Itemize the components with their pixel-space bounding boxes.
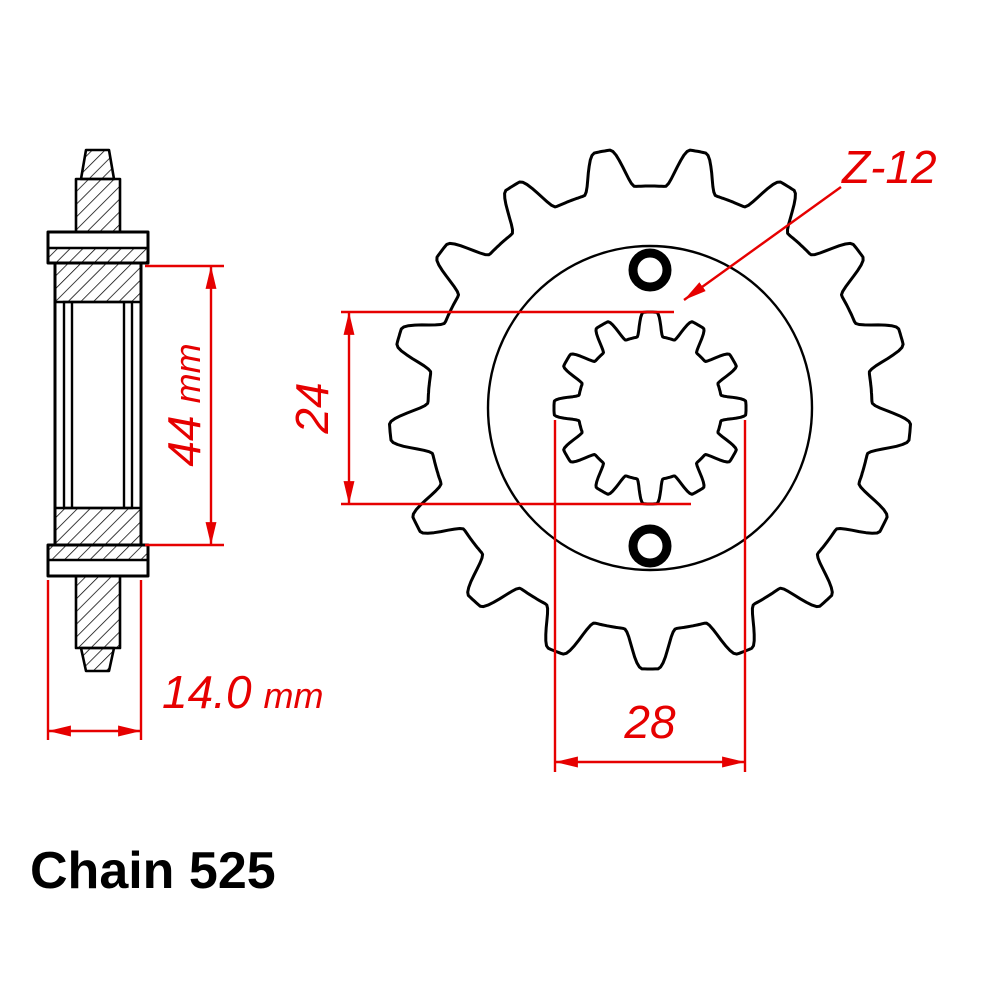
bolt-hole-bottom — [628, 524, 672, 568]
side-view-hub-body — [53, 261, 143, 547]
dimension-label-28: 28 — [623, 696, 676, 748]
side-view-bottom-shaft — [74, 574, 122, 650]
side-view-bottom-tip — [79, 646, 116, 673]
chain-size-label: Chain 525 — [30, 842, 276, 900]
side-view-hub-hatch-top — [56, 264, 140, 302]
side-view-top-tip — [79, 148, 116, 181]
leader-line — [683, 186, 842, 301]
dimension-spline-height: 24 — [286, 310, 691, 506]
sprocket-inner-circle — [486, 244, 814, 572]
side-view-top-shaft — [74, 177, 122, 234]
dimension-spline-width: 28 — [553, 420, 747, 772]
front-view — [388, 148, 912, 671]
side-view-hub-hatch-bottom — [56, 509, 140, 544]
dimension-label-24: 24 — [286, 382, 338, 434]
bolt-hole-top — [628, 248, 672, 292]
dimension-hub-length: 44mm — [145, 264, 224, 547]
dimension-label-44mm: 44mm — [158, 343, 210, 466]
side-view — [46, 148, 150, 673]
side-view-top-flange-hatch — [49, 248, 147, 262]
side-view-bottom-flange-hatch — [49, 546, 147, 560]
spline-count-callout: Z-12 — [683, 141, 937, 301]
spline-count-label: Z-12 — [841, 141, 937, 193]
